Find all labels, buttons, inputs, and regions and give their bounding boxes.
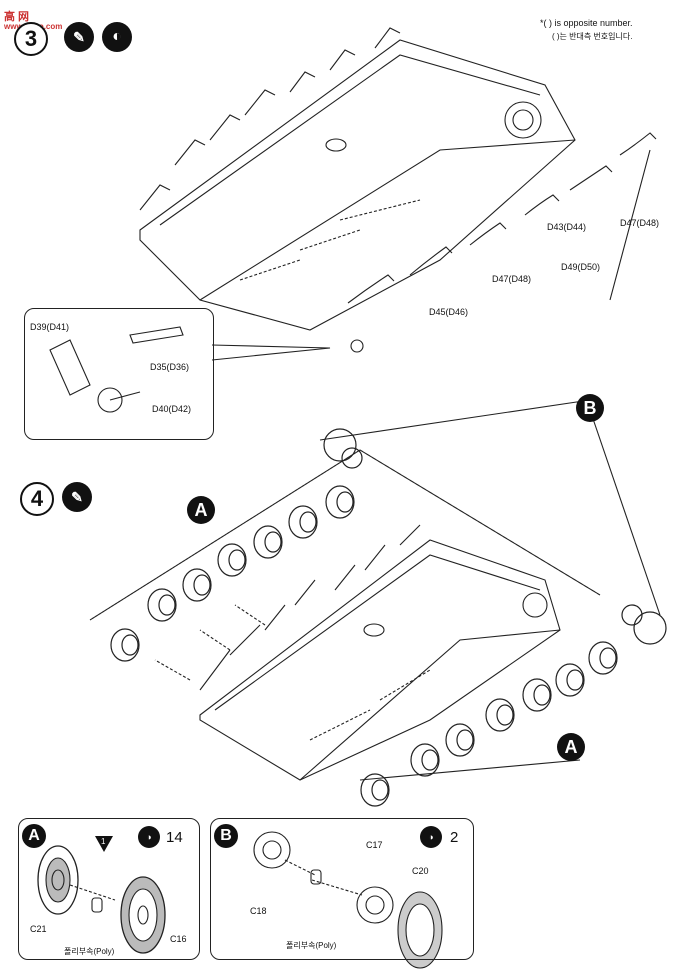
symmetry-icon: ◐ (102, 22, 132, 52)
label-c20: C20 (412, 866, 429, 876)
subassembly-a-letter: A (22, 824, 46, 848)
detail-inset-box (24, 308, 214, 440)
subassembly-b-qty: 2 (450, 829, 459, 846)
glue-icon: ✎ (64, 22, 94, 52)
quantity-icon: ◑ (420, 826, 442, 848)
glue-icon: ✎ (62, 482, 92, 512)
label-c21: C21 (30, 924, 47, 934)
warning-number: 1 (101, 837, 106, 846)
step-number-3: 3 (14, 22, 48, 56)
label-d47-top: D47(D48) (620, 218, 660, 228)
label-d43: D43(D44) (547, 222, 587, 232)
label-d45: D45(D46) (429, 307, 469, 317)
callout-b: B (576, 394, 604, 422)
subassembly-a-qty: 14 (166, 829, 183, 846)
label-d39: D39(D41) (30, 322, 70, 332)
opposite-number-note: *( ) is opposite number. (540, 18, 633, 28)
label-c17: C17 (366, 840, 383, 850)
label-d40: D40(D42) (152, 404, 192, 414)
label-c16: C16 (170, 934, 187, 944)
label-d35: D35(D36) (150, 362, 190, 372)
subassembly-b-box (210, 818, 474, 960)
step-number-4: 4 (20, 482, 54, 516)
watermark-text: 高 网 (4, 11, 30, 23)
label-poly-a: 폴리부속(Poly) (64, 947, 115, 956)
subassembly-a-box (18, 818, 200, 960)
opposite-number-note-korean: ( )는 반대측 번호입니다. (552, 32, 633, 41)
label-poly-b: 폴리부속(Poly) (286, 941, 337, 950)
subassembly-b-letter: B (214, 824, 238, 848)
label-d49: D49(D50) (561, 262, 601, 272)
label-c18: C18 (250, 906, 267, 916)
callout-a-top: A (187, 496, 215, 524)
callout-a-bottom: A (557, 733, 585, 761)
quantity-icon: ◑ (138, 826, 160, 848)
label-d47-mid: D47(D48) (492, 274, 532, 284)
